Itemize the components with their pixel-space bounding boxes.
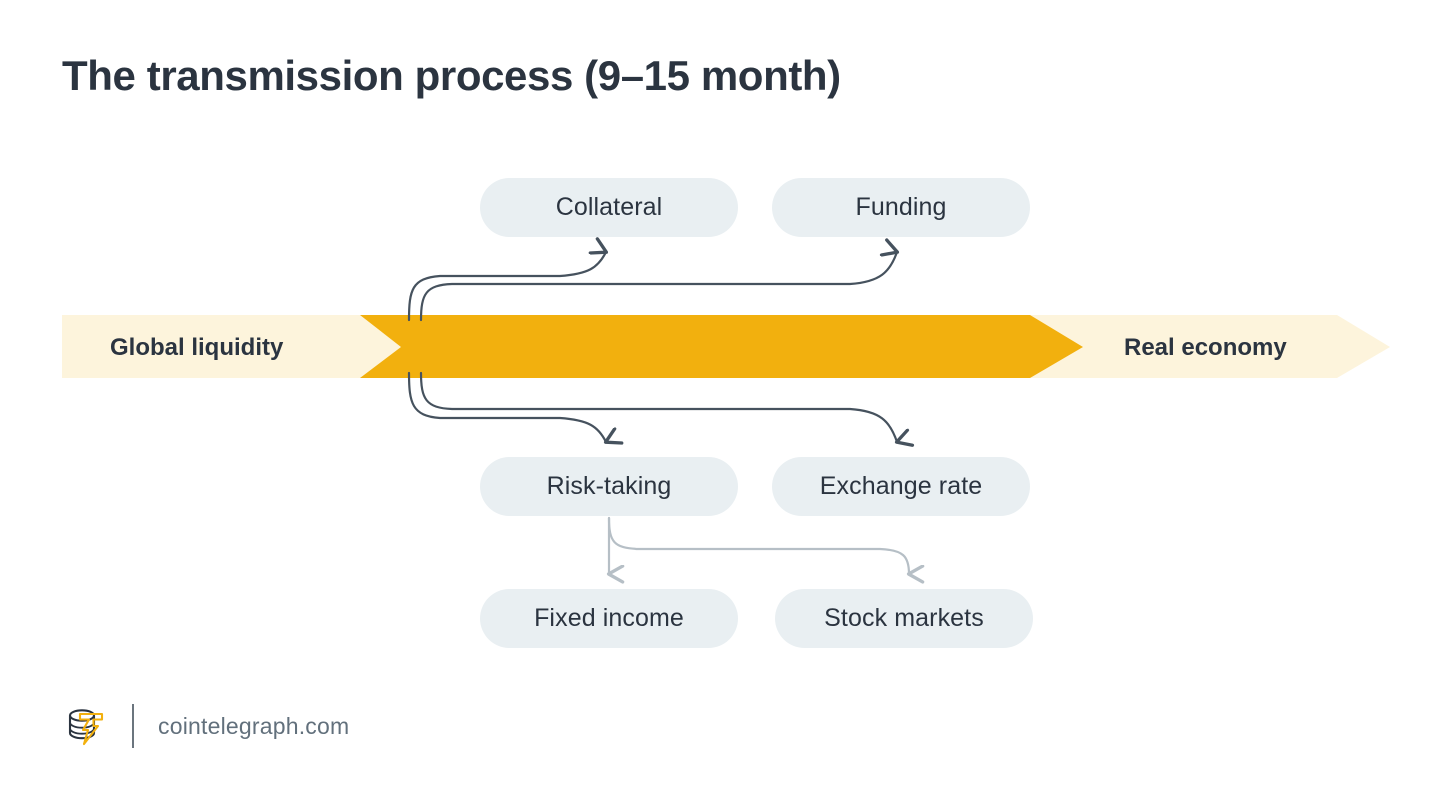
node-collateral: Collateral <box>480 178 738 237</box>
footer: cointelegraph.com <box>62 698 349 754</box>
arrow-band-to-collateral <box>407 252 606 322</box>
page-title: The transmission process (9–15 month) <box>62 52 841 99</box>
arrow-band-to-exchange-rate <box>419 371 897 442</box>
arrow-band-to-risk-taking <box>407 371 606 442</box>
node-stock-markets: Stock markets <box>775 589 1033 648</box>
node-funding: Funding <box>772 178 1030 237</box>
band-yellow-arrow <box>360 315 1083 378</box>
node-fixed-income: Fixed income <box>480 589 738 648</box>
footer-site-label: cointelegraph.com <box>158 712 350 739</box>
node-risk-taking: Risk-taking <box>480 457 738 516</box>
arrow-risk-taking-to-stock-markets <box>607 516 909 574</box>
cointelegraph-logo-icon <box>68 709 104 746</box>
node-exchange-rate: Exchange rate <box>772 457 1030 516</box>
band-label-real-economy: Real economy <box>1124 334 1287 361</box>
band-label-global-liquidity: Global liquidity <box>110 334 284 361</box>
footer-divider <box>132 704 134 748</box>
arrow-band-to-funding <box>419 252 897 322</box>
